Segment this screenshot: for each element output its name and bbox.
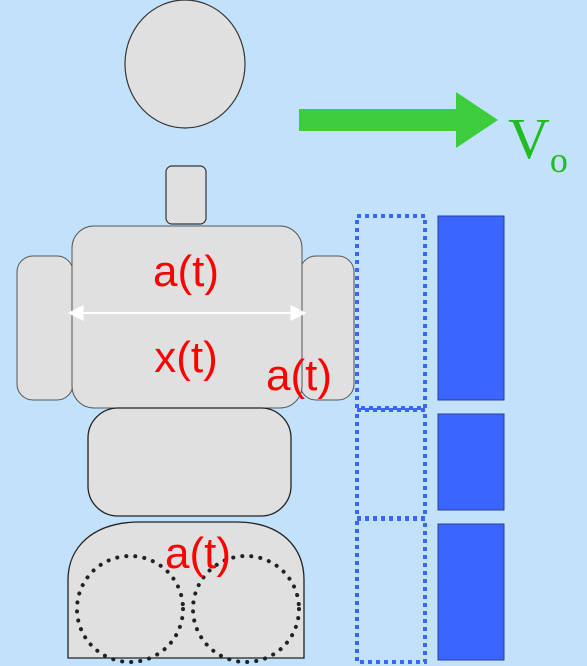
left-arm <box>16 255 74 401</box>
dotted-block-top <box>355 214 427 410</box>
label-accel-bottom: a(t) <box>165 529 231 578</box>
solid-block-bottom <box>437 523 505 661</box>
solid-block-top <box>437 215 505 401</box>
abdomen <box>87 407 292 517</box>
dotted-block-middle <box>355 408 427 520</box>
velocity-arrow <box>299 92 498 148</box>
solid-block-middle <box>437 413 505 511</box>
velocity-subscript: o <box>550 140 568 180</box>
right-hip-dotted-circle <box>191 554 301 664</box>
left-hip-dotted-circle <box>75 554 185 664</box>
velocity-label: Vo <box>508 106 568 180</box>
neck <box>165 165 207 225</box>
dotted-block-bottom <box>355 517 427 664</box>
label-accel-side: a(t) <box>266 351 332 400</box>
head <box>124 0 246 129</box>
label-accel-top: a(t) <box>153 247 219 296</box>
label-displacement: x(t) <box>154 333 218 382</box>
velocity-symbol: V <box>508 106 550 171</box>
